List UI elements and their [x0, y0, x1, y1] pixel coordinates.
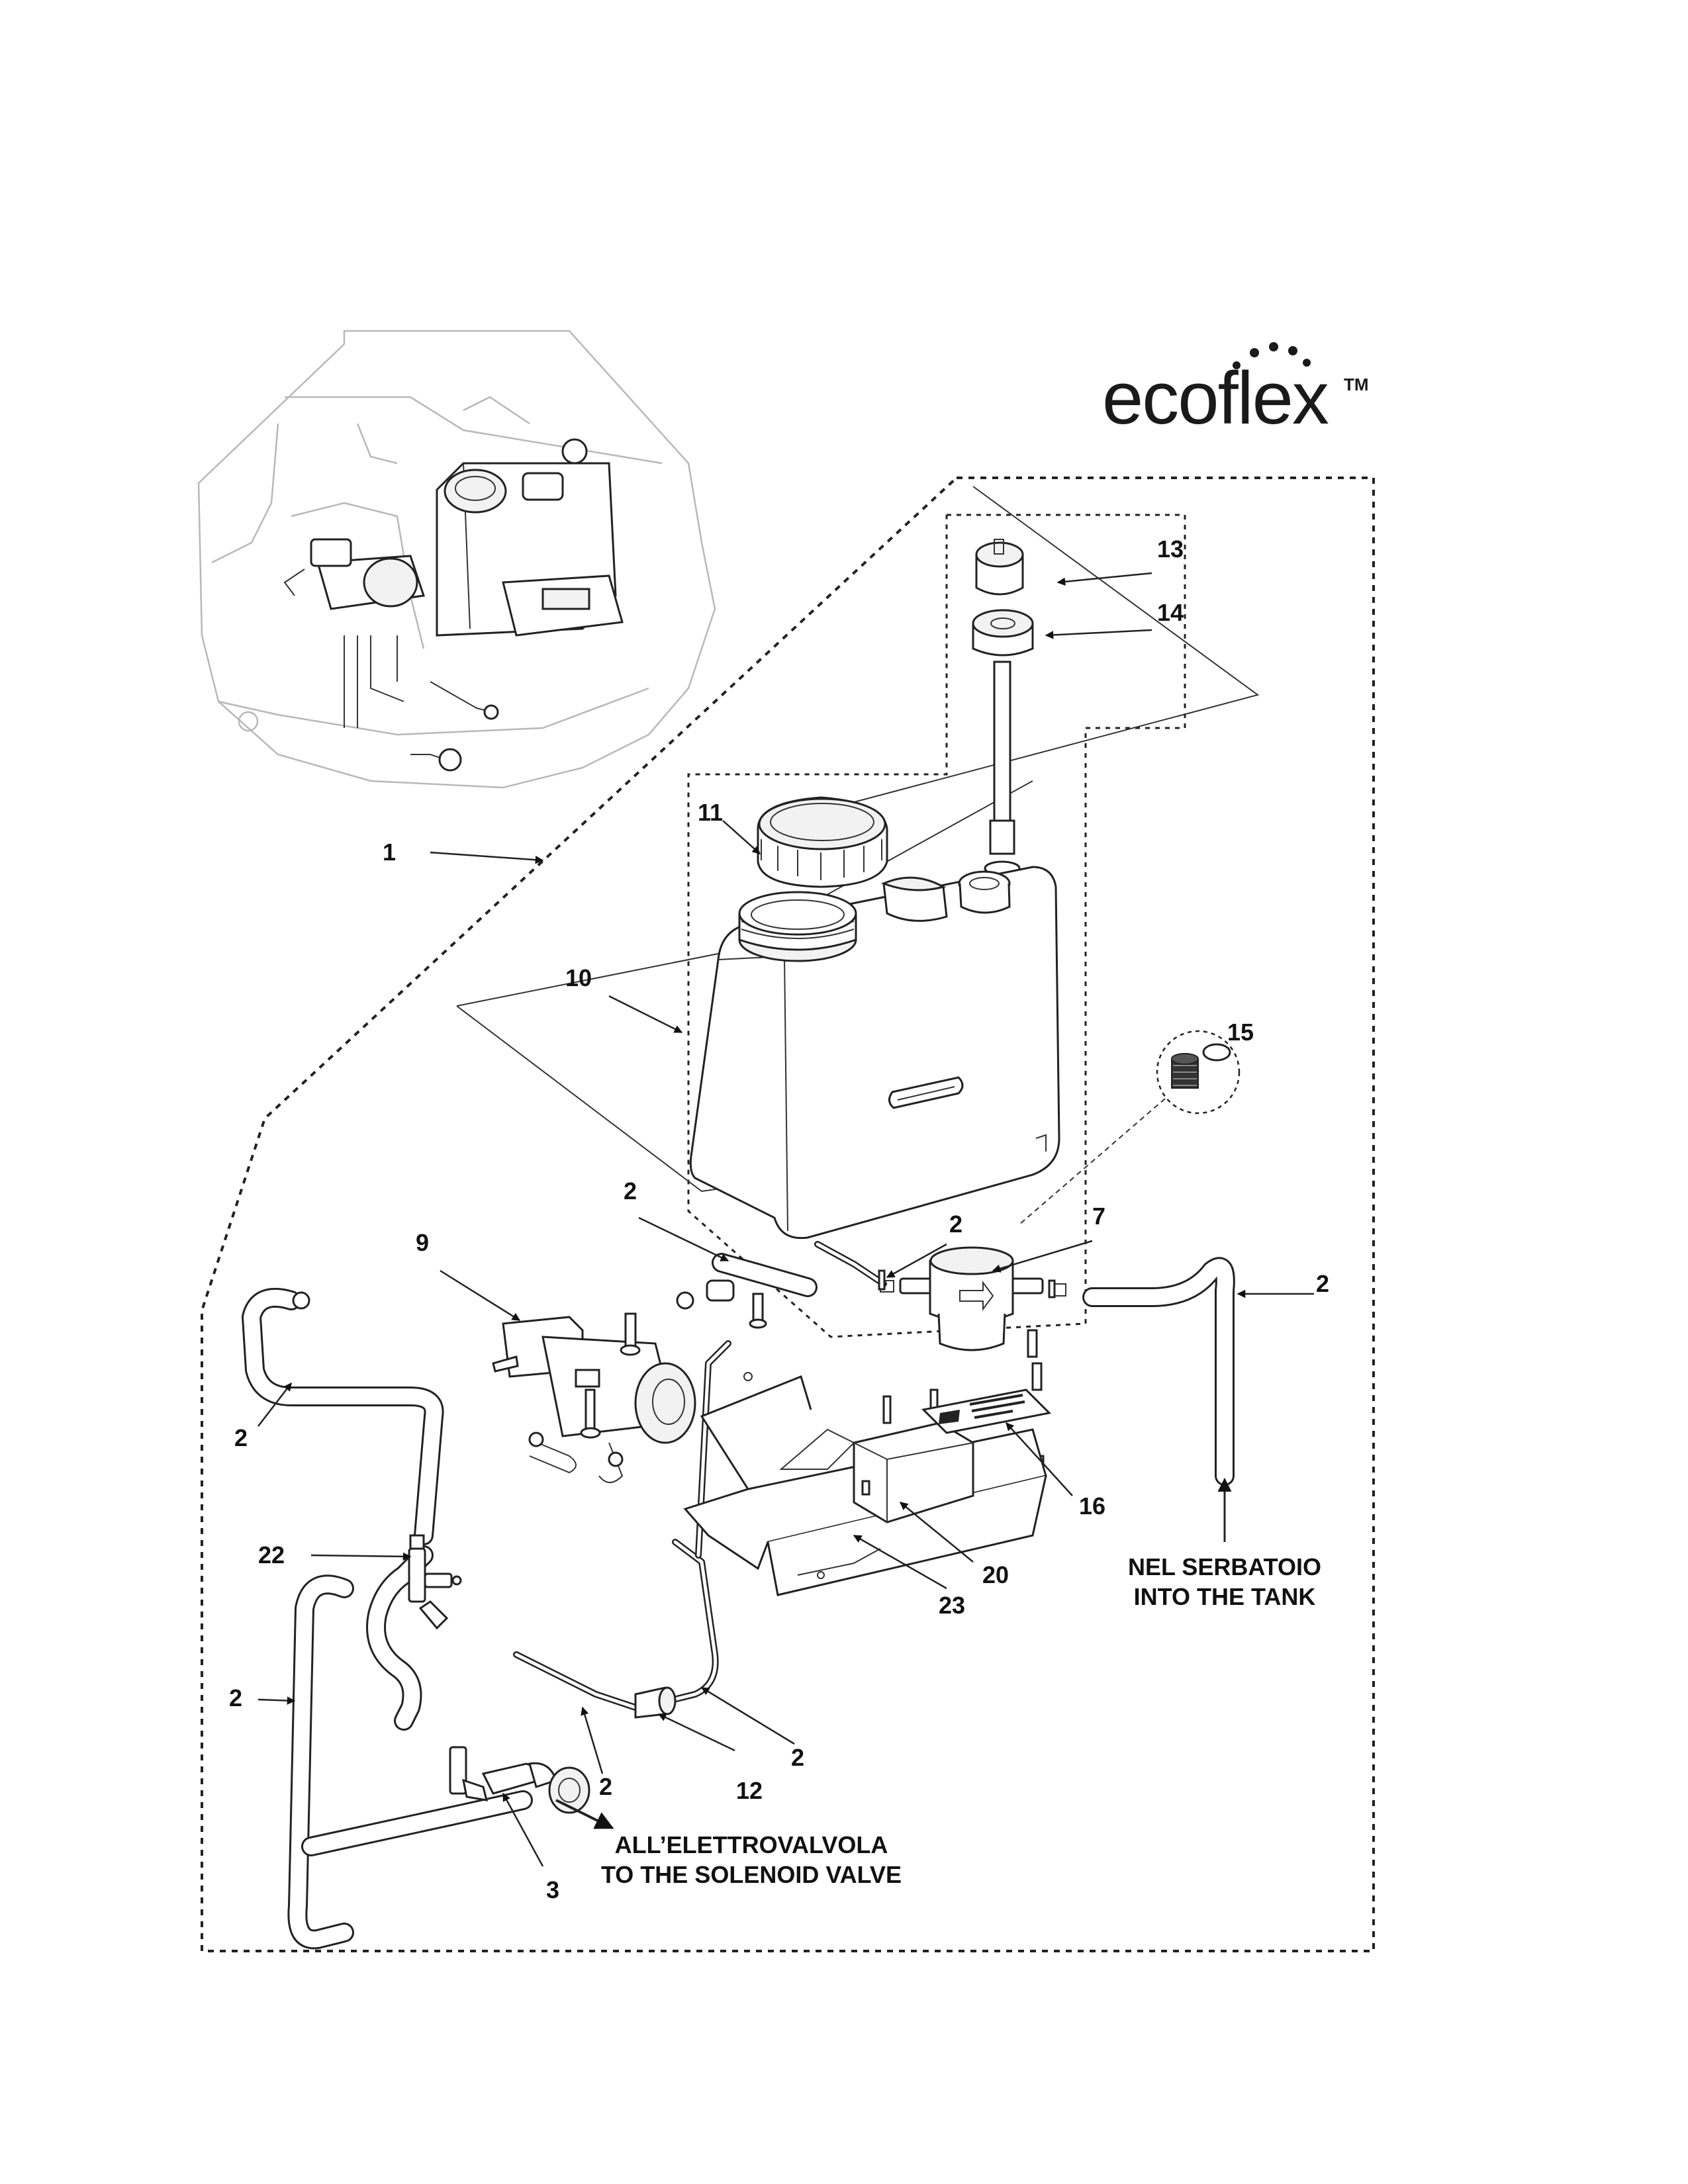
- part-15-filter-detail: [1019, 1030, 1241, 1225]
- callout-15: 15: [1227, 1019, 1254, 1046]
- logo-trademark: TM: [1344, 375, 1369, 394]
- part-3-elbow-fitting: [449, 1746, 590, 1814]
- note-into-tank-it: NEL SERBATOIO: [1128, 1553, 1321, 1580]
- callout-2-tank-outlet: 2: [949, 1210, 962, 1238]
- ecoflex-logo: ecoflex TM: [1102, 342, 1369, 439]
- callout-12: 12: [736, 1777, 763, 1804]
- callout-11: 11: [698, 799, 723, 826]
- callout-16: 16: [1079, 1492, 1105, 1520]
- callout-23: 23: [939, 1592, 965, 1619]
- part-13-breather-cap: [975, 539, 1024, 596]
- callout-2-upper-hose: 2: [624, 1177, 637, 1205]
- callout-2-return-tube: 2: [791, 1744, 804, 1771]
- leader-lines: [258, 572, 1314, 1867]
- callout-7: 7: [1092, 1203, 1105, 1230]
- part-10-solution-tank: [689, 866, 1060, 1240]
- callout-2-lower-hose: 2: [229, 1684, 242, 1711]
- hose-segments: [242, 1241, 1235, 1950]
- callout-10: 10: [565, 964, 592, 991]
- callout-2-tank-hose: 2: [1316, 1270, 1329, 1297]
- part-16-label-plate: [921, 1388, 1052, 1434]
- part-11-tank-cap: [757, 796, 888, 888]
- logo-dots-icon: [1233, 342, 1311, 369]
- flow-notes: NEL SERBATOIO INTO THE TANK ALL’ELETTROV…: [601, 1553, 1321, 1888]
- note-solenoid-valve-en: TO THE SOLENOID VALVE: [601, 1861, 902, 1888]
- callout-22: 22: [258, 1541, 285, 1569]
- callout-9: 9: [416, 1229, 429, 1256]
- note-solenoid-valve-it: ALL’ELETTROVALVOLA: [615, 1831, 888, 1858]
- callout-labels: 1 13 14 11 10 15 2 2 7 2 9 2 16 22 20 23…: [229, 535, 1329, 1903]
- machine-overview-inset: [197, 330, 716, 789]
- part-14-level-tube: [972, 609, 1034, 876]
- part-22-tee-fitting: [408, 1534, 462, 1630]
- callout-14: 14: [1157, 599, 1184, 626]
- kit-boundary: [201, 477, 1375, 1952]
- note-into-tank-en: INTO THE TANK: [1134, 1583, 1316, 1610]
- callout-2-bypass-tube: 2: [599, 1773, 612, 1800]
- logo-wordmark: ecoflex: [1102, 357, 1329, 439]
- part-9-pump: [492, 1316, 696, 1483]
- callout-1: 1: [383, 839, 396, 866]
- callout-13: 13: [1157, 535, 1184, 563]
- callout-20: 20: [982, 1561, 1009, 1588]
- callout-3: 3: [546, 1876, 559, 1903]
- part-12-fitting: [634, 1686, 677, 1719]
- callout-2-pump-hose: 2: [234, 1424, 248, 1451]
- part-7-inline-filter: [880, 1246, 1066, 1351]
